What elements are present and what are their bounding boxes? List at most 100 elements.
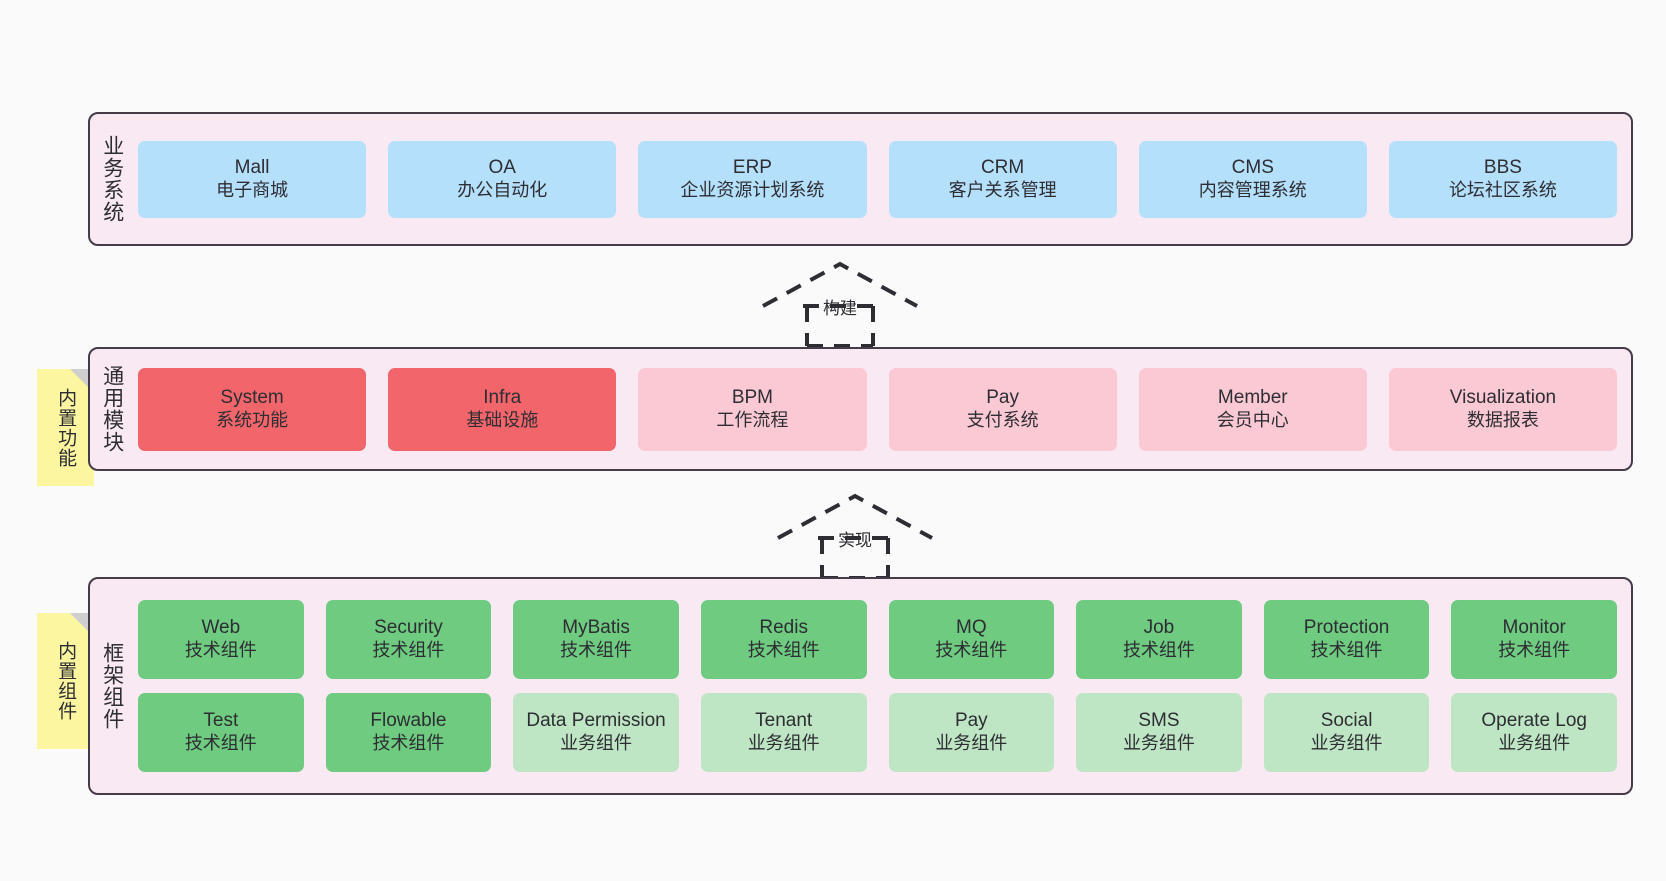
layer-label-common-modules: 通用模块 xyxy=(100,365,124,453)
node-title-cn: 基础设施 xyxy=(466,409,539,430)
note-label: 内置组件 xyxy=(55,641,77,721)
node-title-cn: 业务组件 xyxy=(1122,733,1195,754)
node-title-cn: 业务组件 xyxy=(1498,733,1571,754)
node-title-en: MyBatis xyxy=(562,617,630,639)
node-title-en: OA xyxy=(488,156,516,178)
node-mybatis[interactable]: MyBatis 技术组件 xyxy=(513,600,679,679)
node-security[interactable]: Security 技术组件 xyxy=(325,600,492,679)
business-node-row: Mall 电子商城 OA 办公自动化 ERP 企业资源计划系统 CRM 客户关系… xyxy=(138,140,1618,218)
layer-business-system: 业务系统 Mall 电子商城 OA 办公自动化 ERP 企业资源计划系统 CRM xyxy=(88,112,1633,246)
node-title-cn: 技术组件 xyxy=(372,640,445,661)
connector-build: 构建 xyxy=(755,258,925,350)
node-title-cn: 技术组件 xyxy=(1498,640,1571,661)
node-title-cn: 支付系统 xyxy=(966,409,1039,430)
node-title-en: Visualization xyxy=(1449,386,1557,408)
node-bbs[interactable]: BBS 论坛社区系统 xyxy=(1388,140,1618,218)
node-title-en: System xyxy=(220,386,284,408)
framework-node-row-business: Test 技术组件 Flowable 技术组件 Data Permission … xyxy=(138,693,1617,772)
node-bpm[interactable]: BPM 工作流程 xyxy=(638,367,867,451)
node-title-cn: 电子商城 xyxy=(216,179,289,200)
node-title-cn: 技术组件 xyxy=(1122,640,1195,661)
node-title-cn: 技术组件 xyxy=(184,733,257,754)
node-title-cn: 论坛社区系统 xyxy=(1448,179,1557,200)
node-mq[interactable]: MQ 技术组件 xyxy=(888,600,1055,679)
node-title-en: Member xyxy=(1217,386,1288,408)
node-title-cn: 技术组件 xyxy=(1310,640,1383,661)
node-title-cn: 技术组件 xyxy=(747,640,820,661)
node-title-cn: 会员中心 xyxy=(1216,409,1289,430)
node-visualization[interactable]: Visualization 数据报表 xyxy=(1388,367,1618,451)
node-title-cn: 内容管理系统 xyxy=(1198,179,1307,200)
node-title-en: Infra xyxy=(483,386,522,408)
layer-label-framework-components: 框架组件 xyxy=(100,642,124,730)
node-flowable[interactable]: Flowable 技术组件 xyxy=(325,693,492,772)
layer-body-framework-components: Web 技术组件 Security 技术组件 MyBatis 技术组件 Redi… xyxy=(134,579,1631,793)
node-crm[interactable]: CRM 客户关系管理 xyxy=(888,140,1117,218)
node-monitor[interactable]: Monitor 技术组件 xyxy=(1451,600,1617,679)
node-title-en: MQ xyxy=(956,617,987,639)
node-title-en: Security xyxy=(374,617,443,639)
node-title-cn: 技术组件 xyxy=(560,640,633,661)
connector-implement: 实现 xyxy=(770,490,940,582)
node-cms[interactable]: CMS 内容管理系统 xyxy=(1138,140,1367,218)
node-title-en: Operate Log xyxy=(1481,710,1587,732)
framework-node-row-technical: Web 技术组件 Security 技术组件 MyBatis 技术组件 Redi… xyxy=(138,600,1617,679)
node-oa[interactable]: OA 办公自动化 xyxy=(388,140,617,218)
node-title-cn: 系统功能 xyxy=(216,409,289,430)
node-test[interactable]: Test 技术组件 xyxy=(138,693,304,772)
connector-build-label: 构建 xyxy=(823,299,857,318)
node-title-en: ERP xyxy=(732,156,772,178)
node-pay-module[interactable]: Pay 支付系统 xyxy=(888,367,1117,451)
node-title-en: Pay xyxy=(986,386,1019,408)
node-system[interactable]: System 系统功能 xyxy=(138,367,367,451)
node-pay-component[interactable]: Pay 业务组件 xyxy=(888,693,1055,772)
node-infra[interactable]: Infra 基础设施 xyxy=(388,367,617,451)
layer-body-common-modules: System 系统功能 Infra 基础设施 BPM 工作流程 Pay 支付系统… xyxy=(134,349,1631,469)
node-title-cn: 数据报表 xyxy=(1466,409,1539,430)
node-title-cn: 办公自动化 xyxy=(457,179,548,200)
node-title-en: BPM xyxy=(731,386,774,408)
node-redis[interactable]: Redis 技术组件 xyxy=(700,600,867,679)
node-title-en: Monitor xyxy=(1502,617,1566,639)
node-title-en: Flowable xyxy=(370,710,447,732)
node-title-en: Web xyxy=(201,617,241,639)
layer-body-business-system: Mall 电子商城 OA 办公自动化 ERP 企业资源计划系统 CRM 客户关系… xyxy=(134,114,1631,244)
node-title-cn: 技术组件 xyxy=(184,640,257,661)
node-job[interactable]: Job 技术组件 xyxy=(1076,600,1242,679)
connector-implement-label: 实现 xyxy=(838,531,872,550)
note-built-in-components: 内置组件 xyxy=(37,613,94,749)
node-erp[interactable]: ERP 企业资源计划系统 xyxy=(638,140,867,218)
node-title-en: Redis xyxy=(759,617,808,639)
node-operate-log[interactable]: Operate Log 业务组件 xyxy=(1451,693,1617,772)
node-title-cn: 业务组件 xyxy=(1310,733,1383,754)
node-title-en: Protection xyxy=(1303,617,1390,639)
layer-common-modules: 通用模块 System 系统功能 Infra 基础设施 BPM 工作流程 Pay xyxy=(88,347,1633,471)
node-title-en: Pay xyxy=(954,710,988,732)
node-data-permission[interactable]: Data Permission 业务组件 xyxy=(513,693,679,772)
node-title-en: CRM xyxy=(980,156,1025,178)
node-title-cn: 技术组件 xyxy=(372,733,445,754)
note-built-in-features: 内置功能 xyxy=(37,369,94,486)
note-label: 内置功能 xyxy=(55,387,77,468)
node-member[interactable]: Member 会员中心 xyxy=(1138,367,1367,451)
node-protection[interactable]: Protection 技术组件 xyxy=(1263,600,1430,679)
node-title-en: SMS xyxy=(1138,710,1180,732)
node-title-en: Test xyxy=(203,710,239,732)
node-social[interactable]: Social 业务组件 xyxy=(1263,693,1430,772)
node-tenant[interactable]: Tenant 业务组件 xyxy=(700,693,867,772)
node-title-en: Mall xyxy=(234,156,270,178)
node-web[interactable]: Web 技术组件 xyxy=(138,600,304,679)
node-title-cn: 客户关系管理 xyxy=(948,179,1057,200)
node-sms[interactable]: SMS 业务组件 xyxy=(1076,693,1242,772)
node-title-cn: 企业资源计划系统 xyxy=(680,179,825,200)
node-title-cn: 工作流程 xyxy=(716,409,789,430)
node-title-en: Tenant xyxy=(755,710,813,732)
node-mall[interactable]: Mall 电子商城 xyxy=(138,140,367,218)
node-title-cn: 业务组件 xyxy=(747,733,820,754)
modules-node-row: System 系统功能 Infra 基础设施 BPM 工作流程 Pay 支付系统… xyxy=(138,367,1618,451)
node-title-en: CMS xyxy=(1231,156,1274,178)
node-title-en: BBS xyxy=(1483,156,1522,178)
node-title-en: Social xyxy=(1320,710,1373,732)
node-title-en: Job xyxy=(1143,617,1175,639)
